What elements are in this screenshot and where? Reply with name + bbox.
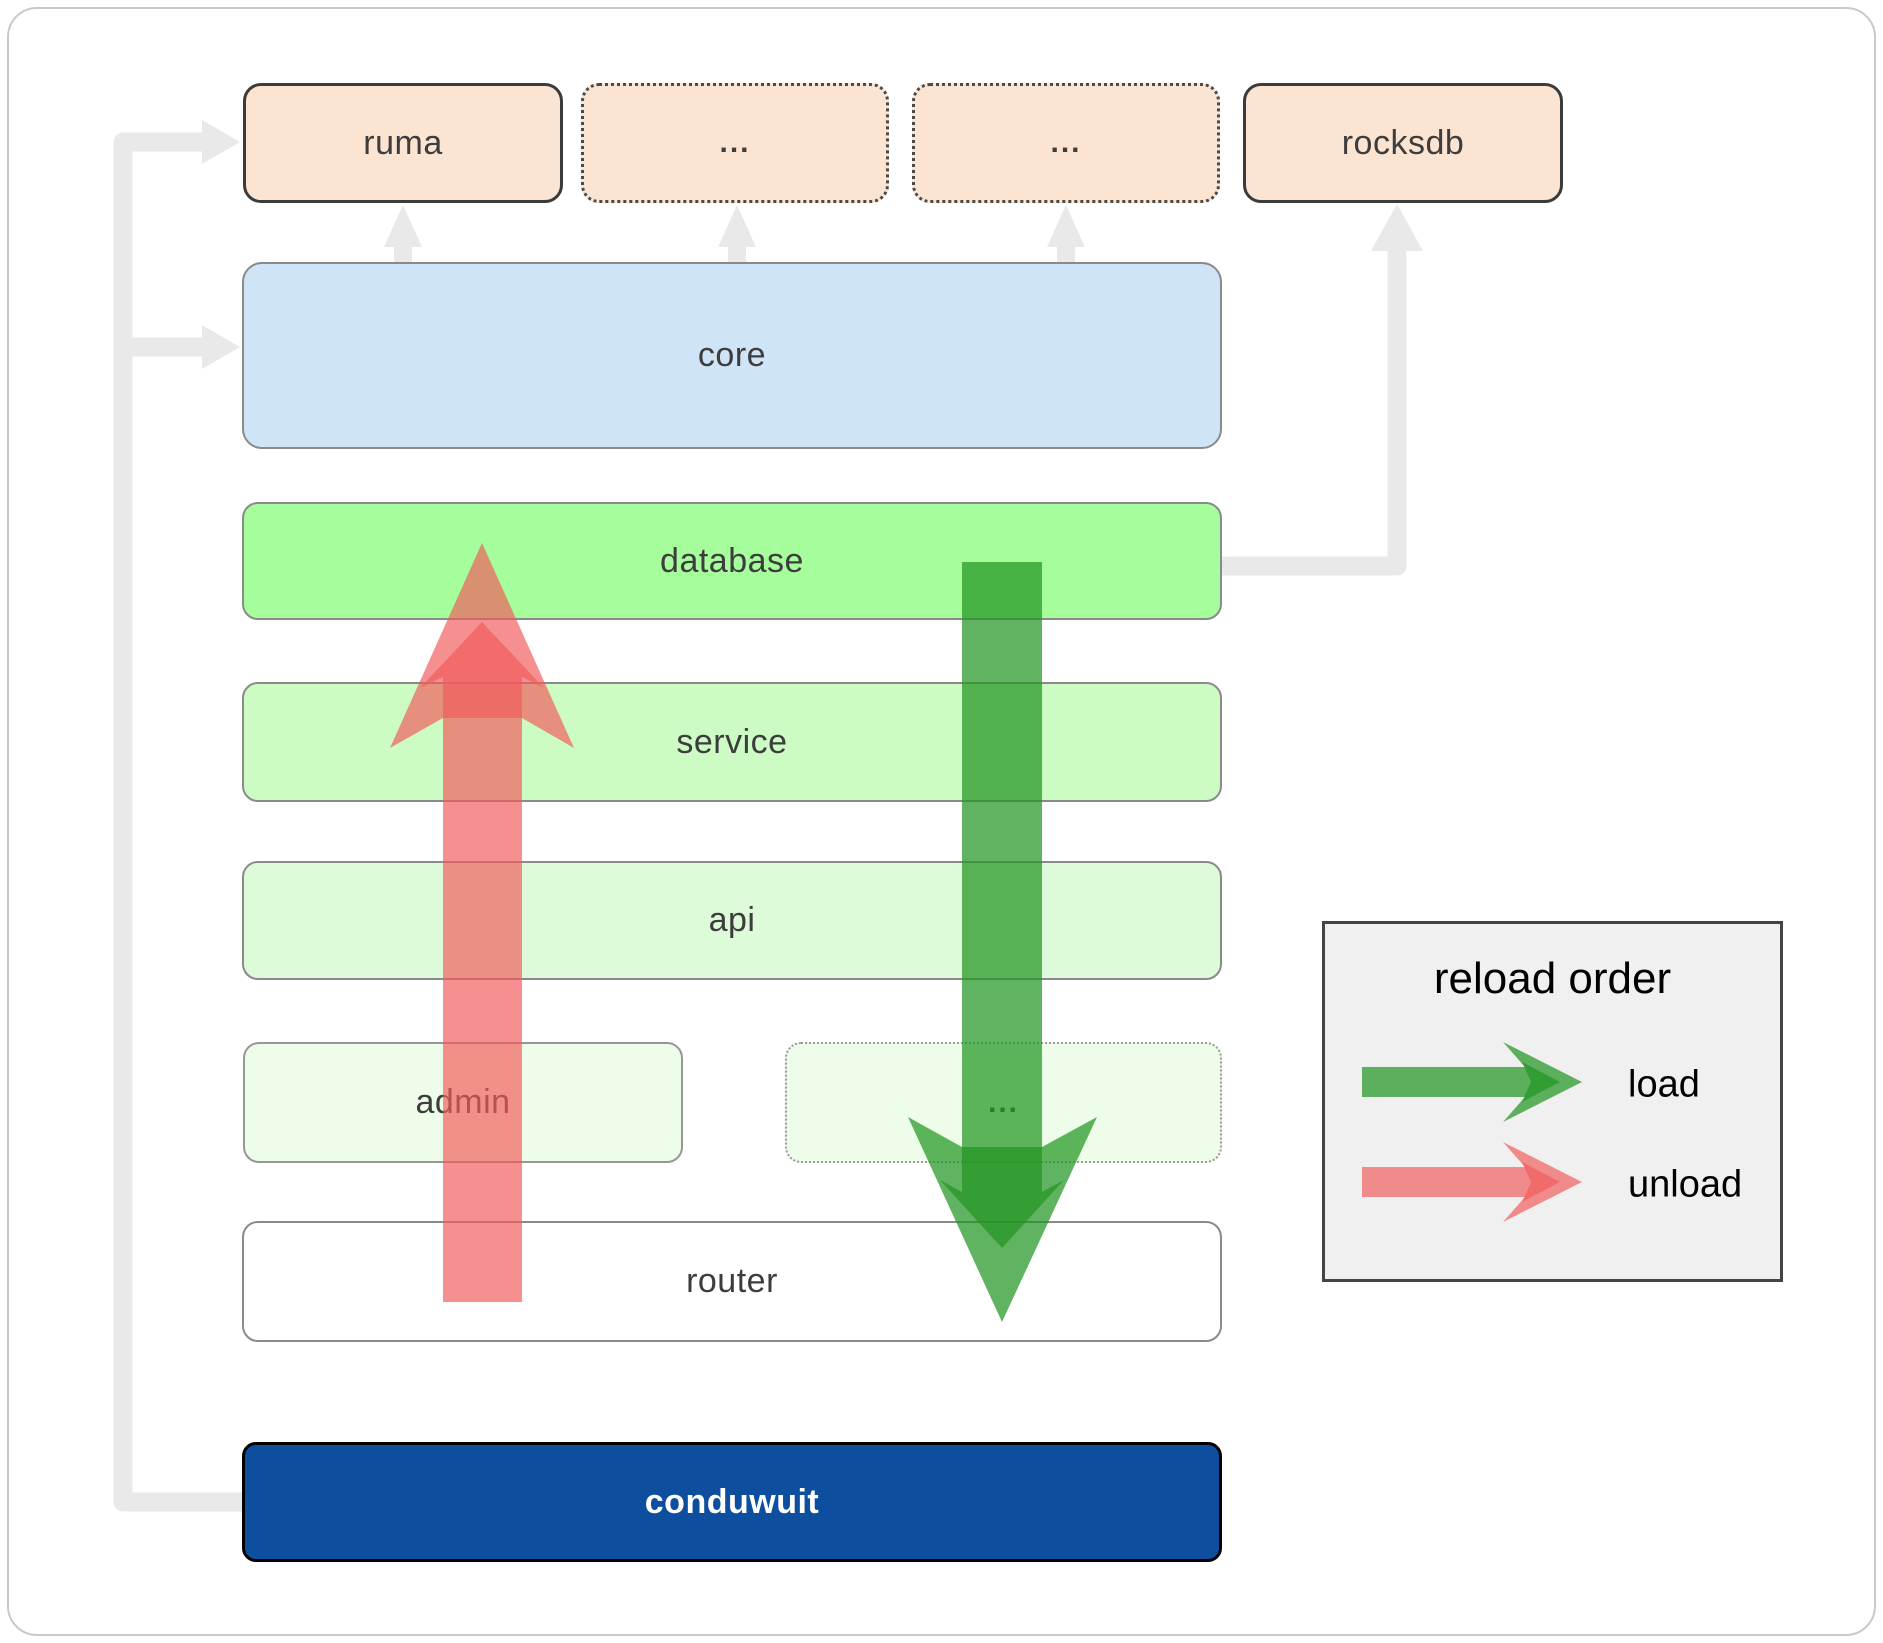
node-router: router [242, 1221, 1222, 1342]
node-admin-label: admin [415, 1083, 511, 1121]
node-core: core [242, 262, 1222, 449]
node-conduwuit-label: conduwuit [644, 1482, 820, 1521]
node-ellipsis-top-1: ... [581, 83, 889, 203]
node-core-label: core [697, 336, 767, 374]
node-ruma-label: ruma [363, 123, 443, 162]
node-rocksdb-label: rocksdb [1341, 123, 1465, 162]
node-database: database [242, 502, 1222, 620]
node-admin: admin [243, 1042, 683, 1163]
node-service-label: service [676, 722, 788, 761]
node-ellipsis-top-2: ... [912, 83, 1220, 203]
node-ellipsis-admin-row-label: ... [987, 1085, 1019, 1119]
node-conduwuit: conduwuit [242, 1442, 1222, 1562]
legend-unload-label: unload [1628, 1163, 1743, 1206]
node-rocksdb: rocksdb [1243, 83, 1563, 203]
node-router-label: router [686, 1262, 778, 1300]
node-ellipsis-admin-row: ... [785, 1042, 1222, 1163]
node-database-label: database [660, 541, 804, 580]
node-api: api [242, 861, 1222, 980]
node-ruma: ruma [243, 83, 563, 203]
outer-frame [7, 7, 1876, 1636]
node-ellipsis-top-1-label: ... [719, 126, 751, 159]
node-service: service [242, 682, 1222, 802]
legend-load-label: load [1628, 1063, 1700, 1106]
node-ellipsis-top-2-label: ... [1050, 126, 1082, 159]
node-api-label: api [708, 901, 756, 939]
legend-title: reload order [1433, 954, 1672, 1003]
legend-box: reload order load unload [1322, 921, 1783, 1282]
